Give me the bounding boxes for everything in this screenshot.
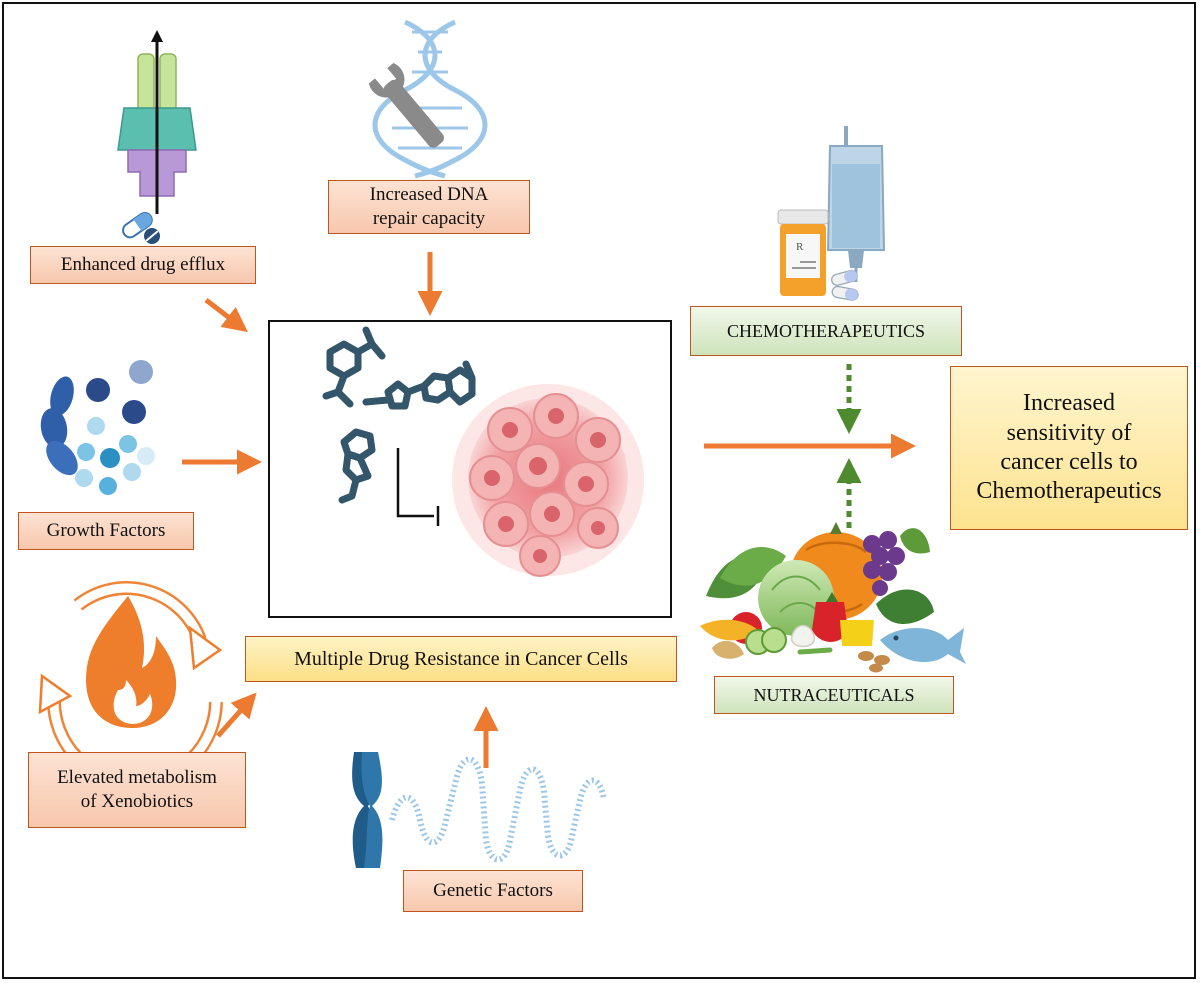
inhibition-mark <box>396 448 440 526</box>
chemotherapeutics-label: CHEMOTHERAPEUTICS <box>690 306 962 356</box>
spheres-icon <box>40 360 155 495</box>
efflux-pump-icon <box>117 30 197 244</box>
flame-cycle-icon <box>38 581 223 789</box>
result-label: Increased sensitivity of cancer cells to… <box>950 366 1188 530</box>
arrow-efflux-to-mdr <box>204 298 248 333</box>
xenobiotics-label: Elevated metabolism of Xenobiotics <box>28 752 246 828</box>
arrow-xeno-to-mdr <box>216 692 257 738</box>
arrows <box>182 252 916 768</box>
genetic-factors-label: Genetic Factors <box>403 870 583 912</box>
svg-text:R: R <box>796 241 804 253</box>
growth-factors-label: Growth Factors <box>18 512 194 550</box>
tumor-cluster-icon <box>452 384 644 577</box>
dna-repair-label: Increased DNA repair capacity <box>328 180 530 234</box>
drug-efflux-label: Enhanced drug efflux <box>30 246 256 284</box>
dna-wrench-icon <box>368 19 488 179</box>
mdr-label: Multiple Drug Resistance in Cancer Cells <box>245 636 677 682</box>
chromosome-dna-icon <box>352 752 607 868</box>
pill-bottle-iv-bag-icon: R <box>777 126 886 301</box>
drug-molecule-icon <box>322 326 476 504</box>
nutraceuticals-label: NUTRACEUTICALS <box>714 676 954 714</box>
fruits-vegetables-icon <box>700 522 966 673</box>
